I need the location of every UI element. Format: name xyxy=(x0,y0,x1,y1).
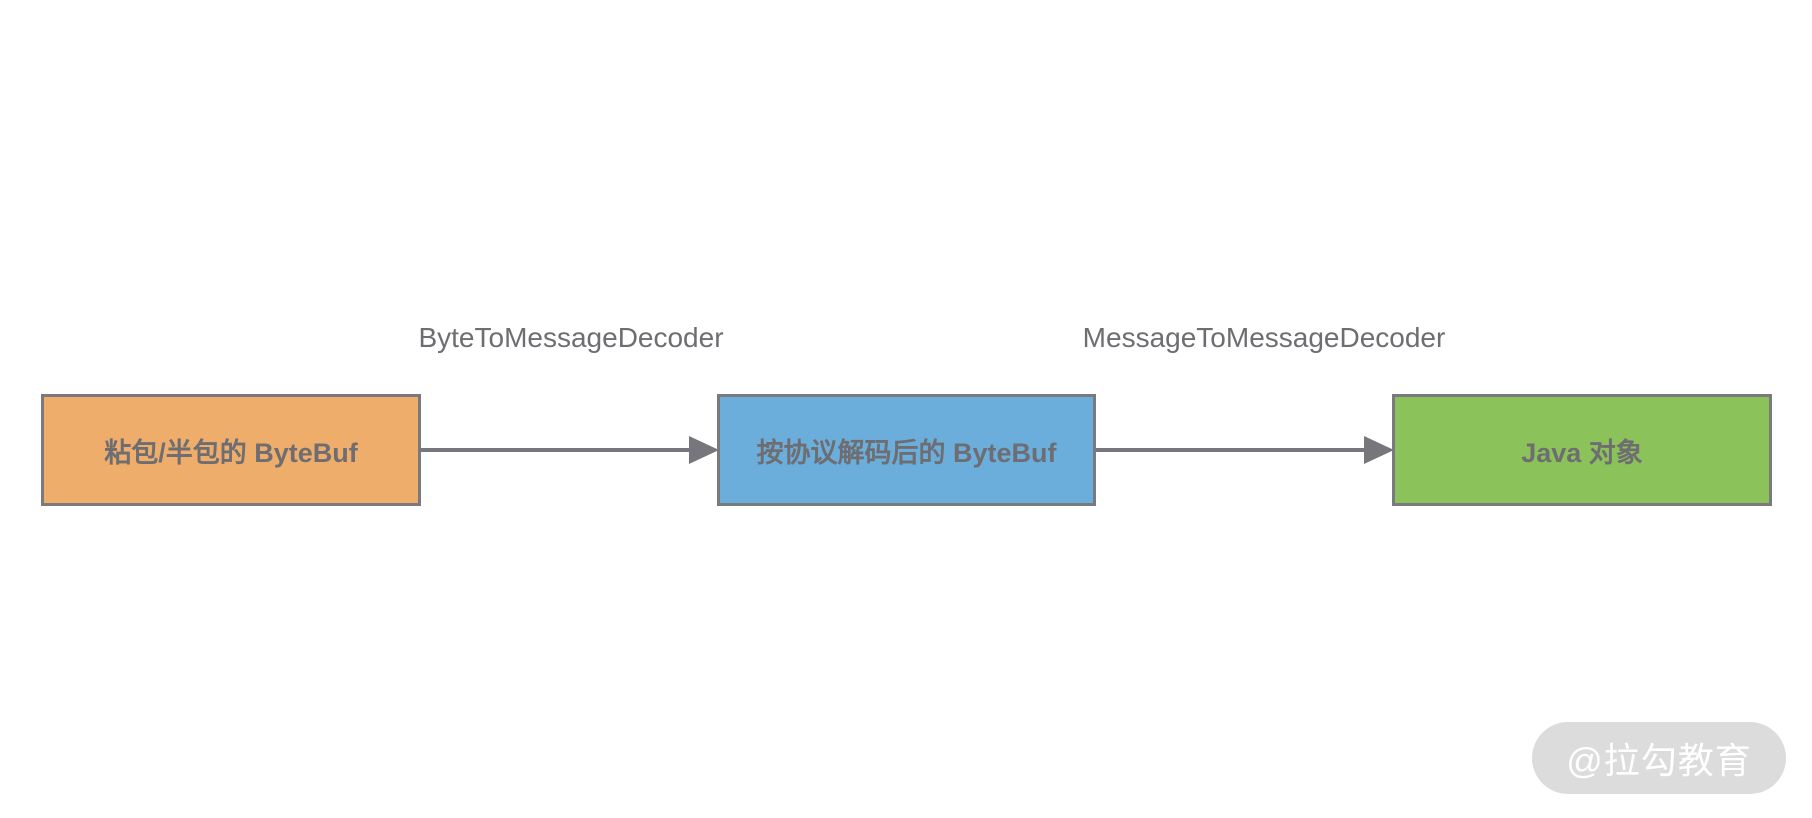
node-raw-bytebuf-label: 粘包/半包的 ByteBuf xyxy=(104,437,358,468)
arrow-1-head xyxy=(689,436,719,464)
node-java-object: Java 对象 xyxy=(1392,394,1772,506)
edge-label-byte-to-message-decoder: ByteToMessageDecoder xyxy=(418,322,724,353)
arrow-2-head xyxy=(1364,436,1394,464)
arrow-2 xyxy=(1096,436,1394,464)
node-raw-bytebuf: 粘包/半包的 ByteBuf xyxy=(41,394,421,506)
watermark-badge: @拉勾教育 xyxy=(1532,722,1786,794)
arrow-1 xyxy=(421,436,719,464)
edge-label-message-to-message-decoder: MessageToMessageDecoder xyxy=(1082,322,1446,353)
node-decoded-bytebuf-label: 按协议解码后的 ByteBuf xyxy=(756,437,1057,468)
node-java-object-label: Java 对象 xyxy=(1521,437,1643,468)
